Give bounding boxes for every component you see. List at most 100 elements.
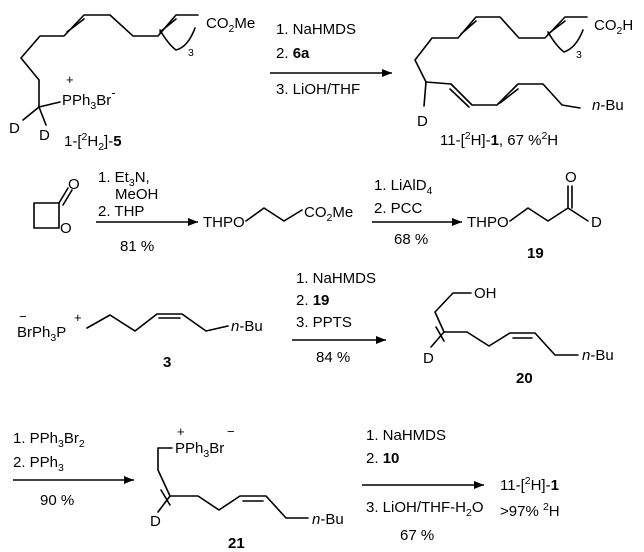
compound-3: − BrPh3P + n-Bu 3	[17, 309, 263, 371]
compound-21-nbu: n-Bu	[312, 511, 344, 528]
final-product: 11-[2H]-1 >97% 2H	[500, 475, 560, 520]
compound-1-c-d-bond	[423, 81, 427, 107]
compound-20-chain	[434, 292, 579, 356]
reaction-arrow-1: 1. NaHMDS 2. 6a 3. LiOH/THF	[270, 21, 392, 98]
compound-1-label: 11-[2H]-1, 67 %2H	[440, 130, 558, 149]
arrow-4-step-1: 1. NaHMDS	[296, 270, 376, 287]
compound-3-chain	[86, 313, 229, 332]
arrow-4-step-2: 2. 19	[296, 292, 329, 309]
compound-3-nbu: n-Bu	[231, 318, 263, 335]
compound-1-double-bond-2	[547, 20, 566, 35]
arrow-1-step-1: 1. NaHMDS	[276, 21, 356, 38]
compound-5: D D + PPh3Br- CO2Me 3 1-[2H2]-5	[9, 14, 255, 153]
arrow-6-step-1: 1. NaHMDS	[366, 427, 446, 444]
compound-21-chain	[157, 447, 309, 519]
compound-5-double-bond-2	[159, 18, 177, 33]
compound-21-double-bond-1	[160, 489, 171, 506]
compound-20-oh: OH	[474, 285, 497, 302]
arrow-5-yield: 90 %	[40, 492, 74, 509]
compound-3-minus: −	[19, 309, 27, 324]
compound-20-d: D	[423, 350, 434, 367]
arrow-2-step-1b: MeOH	[115, 186, 158, 203]
compound-5-c-d1-bond	[22, 106, 40, 121]
compound-5-ester: CO2Me	[206, 15, 255, 35]
arrow-5-step-1: 1. PPh3Br2	[13, 430, 85, 450]
arrow-1-step-3: 3. LiOH/THF	[276, 81, 360, 98]
compound-3-number: 3	[163, 354, 171, 371]
lactone-ring-o: O	[60, 220, 72, 237]
compound-1-n: 3	[576, 49, 582, 61]
ester-chain	[245, 207, 303, 222]
compound-1-acid: CO2H	[594, 17, 633, 37]
arrow-6-yield: 67 %	[400, 527, 434, 544]
compound-21-plus: +	[177, 424, 185, 439]
compound-5-d1: D	[9, 120, 20, 137]
final-product-enrichment: >97% 2H	[500, 501, 560, 520]
arrow-4-yield: 84 %	[316, 349, 350, 366]
lactone-carbonyl-bond-2	[62, 189, 73, 206]
compound-5-c-d2-bond	[38, 106, 47, 126]
arrow-2-step-1: 1. Et3N,	[98, 169, 150, 189]
compound-1-double-bond-1	[460, 20, 477, 35]
compound-21-number: 21	[228, 535, 245, 552]
arrow-5-step-2: 2. PPh3	[13, 454, 64, 474]
compound-5-chain	[20, 14, 199, 81]
compound-1-double-bond-4	[499, 88, 519, 104]
compound-21-d: D	[150, 513, 161, 530]
compound-20-c-d-bond	[430, 331, 445, 348]
arrow-3-yield: 68 %	[394, 231, 428, 248]
reaction-arrow-2: 1. Et3N, MeOH 2. THP 81 %	[96, 169, 198, 255]
arrow-2-step-2: 2. THP	[98, 203, 144, 220]
compound-5-plus: +	[66, 72, 74, 87]
compound-21-c-d-bond	[157, 495, 171, 513]
compound-5-bracket	[159, 27, 196, 51]
compound-19-chain	[509, 207, 589, 222]
compound-19-thpo: THPO	[467, 214, 509, 231]
compound-5-d2: D	[39, 127, 50, 144]
compound-1-chain-lower	[425, 81, 581, 109]
compound-20: OH D n-Bu 20	[423, 285, 614, 387]
reaction-arrow-4: 1. NaHMDS 2. 19 3. PPTS 84 %	[292, 270, 386, 366]
arrow-4-step-3: 3. PPTS	[296, 314, 352, 331]
compound-1-bracket	[547, 29, 584, 53]
compound-19-d: D	[591, 214, 602, 231]
arrow-3-step-1: 1. LiAlD4	[374, 177, 433, 197]
lactone-carbonyl-bond	[58, 187, 69, 204]
compound-1-double-bond-3	[449, 88, 470, 108]
compound-3-phosphonium: BrPh3P	[17, 324, 66, 344]
compound-5-label: 1-[2H2]-5	[64, 131, 122, 153]
reaction-arrow-3: 1. LiAlD4 2. PCC 68 %	[372, 177, 462, 248]
compound-5-phosphonium: PPh3Br-	[62, 85, 116, 112]
compound-1-chain-upper	[414, 16, 588, 83]
lactone-carbonyl-o: O	[68, 176, 80, 193]
ester-group: CO2Me	[304, 204, 353, 224]
reaction-arrow-5: 1. PPh3Br2 2. PPh3 90 %	[13, 430, 134, 509]
lactone-ring	[33, 202, 60, 229]
compound-5-double-bond-1	[66, 18, 85, 33]
compound-20-number: 20	[516, 370, 533, 387]
compound-1-nbu: n-Bu	[592, 97, 624, 114]
final-product-label: 11-[2H]-1	[500, 475, 559, 494]
compound-19-number: 19	[527, 245, 544, 262]
compound-21-minus: −	[227, 424, 235, 439]
arrow-3-step-2: 2. PCC	[374, 200, 423, 217]
thp-ester: THPO CO2Me	[203, 204, 353, 231]
compound-21: + − PPh3Br D n-Bu 21	[150, 424, 344, 552]
arrow-6-step-3: 3. LiOH/THF-H2O	[366, 499, 484, 519]
reaction-arrow-6: 1. NaHMDS 2. 10 3. LiOH/THF-H2O 67 %	[362, 427, 484, 544]
compound-19: THPO O D 19	[467, 169, 602, 262]
compound-5-c-p-bond	[38, 101, 61, 108]
compound-21-phosphonium: PPh3Br	[175, 440, 224, 460]
arrow-6-step-2: 2. 10	[366, 450, 399, 467]
ester-thpo: THPO	[203, 214, 245, 231]
compound-20-double-bond-1	[435, 326, 445, 342]
arrow-1-step-2: 2. 6a	[276, 45, 310, 62]
compound-3-plus: +	[74, 310, 82, 325]
compound-11-2H-1: D n-Bu CO2H 3 11-[2H]-1, 67 %2H	[414, 16, 633, 149]
compound-19-o: O	[565, 169, 577, 186]
arrow-2-yield: 81 %	[120, 238, 154, 255]
compound-20-nbu: n-Bu	[582, 347, 614, 364]
compound-1-d: D	[417, 113, 428, 130]
compound-5-n: 3	[188, 47, 194, 59]
